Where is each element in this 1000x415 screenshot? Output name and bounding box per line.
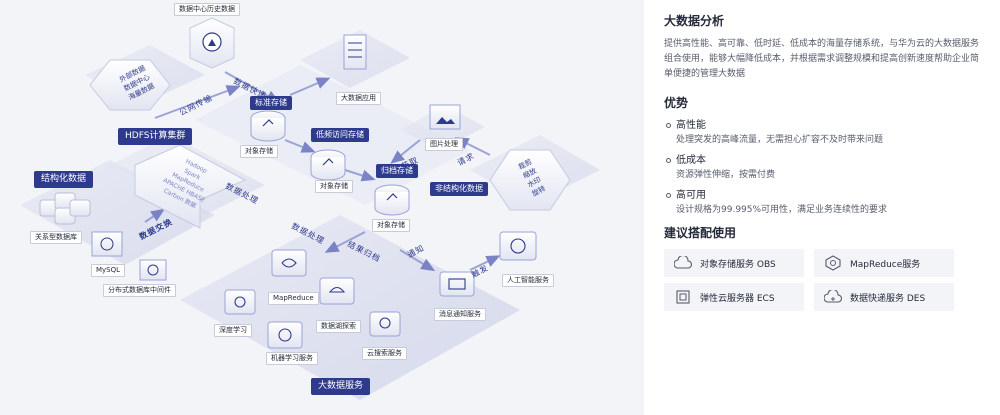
standard-storage-tag: 标准存储: [250, 96, 292, 110]
advantages-title: 优势: [664, 96, 689, 110]
advantage-text: 资源弹性伸缩，按需付费: [676, 170, 776, 180]
bullet-icon: [666, 193, 671, 198]
service-label: 弹性云服务器 ECS: [700, 293, 775, 304]
service-card-des[interactable]: 数据快递服务 DES: [814, 283, 954, 311]
hdfs-cluster-tag: HDFS计算集群: [118, 128, 193, 145]
scenario-panel: 大数据分析 提供高性能、高可靠、低时延、低成本的海量存储系统，与华为云的大数据服…: [644, 0, 1000, 415]
relational-db-label: 关系型数据库: [30, 231, 82, 244]
des-icon: [824, 290, 842, 303]
architecture-diagram: 数据中心历史数据 大数据应用 标准存储 对象存储 低频访问存储 对象存储 归档存…: [0, 0, 644, 415]
obs-icon: [674, 256, 692, 269]
advantage-title: 高性能: [676, 120, 706, 131]
advantage-text: 设计规格为99.995%可用性，满足业务连续性的要求: [676, 205, 888, 215]
service-card-mapreduce[interactable]: MapReduce服务: [814, 249, 954, 277]
advantages-list: 高性能 处理突发的高峰流量，无需担心扩容不及时带来问题 低成本 资源弹性伸缩，按…: [664, 119, 986, 218]
message-service-label: 消息通知服务: [434, 308, 486, 321]
bullet-icon: [666, 123, 671, 128]
service-label: 数据快递服务 DES: [850, 293, 926, 304]
big-data-services-tag: 大数据服务: [311, 378, 371, 395]
mapreduce-label: MapReduce: [268, 292, 319, 305]
service-card-obs[interactable]: 对象存储服务 OBS: [664, 249, 804, 277]
flow-arrows: [144, 71, 501, 272]
recommended-services: 对象存储服务 OBS MapReduce服务 弹性云服务器 ECS 数据快递服务…: [664, 249, 986, 311]
advantage-item: 高性能 处理突发的高峰流量，无需担心扩容不及时带来问题: [664, 119, 986, 148]
object-storage-nodes: [250, 110, 410, 216]
mysql-label: MySQL: [91, 264, 126, 277]
advantage-text: 处理突发的高峰流量，无需担心扩容不及时带来问题: [676, 135, 884, 145]
mapreduce-icon: [825, 255, 841, 271]
diagram-canvas: [20, 17, 600, 400]
advantage-item: 低成本 资源弹性伸缩，按需付费: [664, 154, 986, 183]
structured-data-tag: 结构化数据: [34, 171, 94, 188]
big-data-plate: [180, 215, 520, 400]
ecs-icon: [676, 290, 690, 304]
mysql-node: [91, 231, 123, 257]
history-data-label: 数据中心历史数据: [174, 3, 240, 16]
service-nodes: [224, 231, 537, 349]
history-data-node: [189, 17, 235, 69]
ai-service-label: 人工智能服务: [502, 274, 554, 287]
middleware-node: [139, 259, 167, 281]
recommend-title: 建议搭配使用: [664, 226, 737, 240]
image-processing-label: 图片处理: [425, 138, 463, 151]
advantage-item: 高可用 设计规格为99.995%可用性，满足业务连续性的要求: [664, 189, 986, 218]
service-card-ecs[interactable]: 弹性云服务器 ECS: [664, 283, 804, 311]
advantage-title: 低成本: [676, 155, 706, 166]
panel-title: 大数据分析: [664, 14, 725, 28]
advantage-title: 高可用: [676, 190, 706, 201]
service-label: MapReduce服务: [850, 259, 921, 270]
machine-learning-label: 机器学习服务: [266, 352, 318, 365]
panel-description: 提供高性能、高可靠、低时延、低成本的海量存储系统，与华为云的大数据服务组合使用，…: [664, 39, 980, 79]
bullet-icon: [666, 158, 671, 163]
distributed-middleware-label: 分布式数据库中间件: [103, 284, 176, 297]
service-label: 对象存储服务 OBS: [700, 259, 776, 270]
image-node: [429, 104, 461, 130]
media-ops-node: [489, 149, 571, 211]
big-data-app-label: 大数据应用: [336, 92, 381, 105]
external-data-node: [89, 59, 171, 111]
data-lake-label: 数据湖探索: [316, 320, 361, 333]
server-node: [343, 34, 367, 70]
cloud-search-label: 云搜索服务: [362, 347, 407, 360]
relational-db-node: [39, 192, 91, 225]
archive-storage-tag: 归档存储: [376, 164, 418, 178]
object-storage-label-1: 对象存储: [240, 145, 278, 158]
compute-cluster-node: [134, 144, 247, 229]
object-storage-label-3: 对象存储: [372, 219, 410, 232]
infrequent-storage-tag: 低频访问存储: [311, 128, 369, 142]
object-storage-label-2: 对象存储: [315, 180, 353, 193]
unstructured-data-tag: 非结构化数据: [430, 182, 488, 196]
deep-learning-label: 深度学习: [214, 324, 252, 337]
